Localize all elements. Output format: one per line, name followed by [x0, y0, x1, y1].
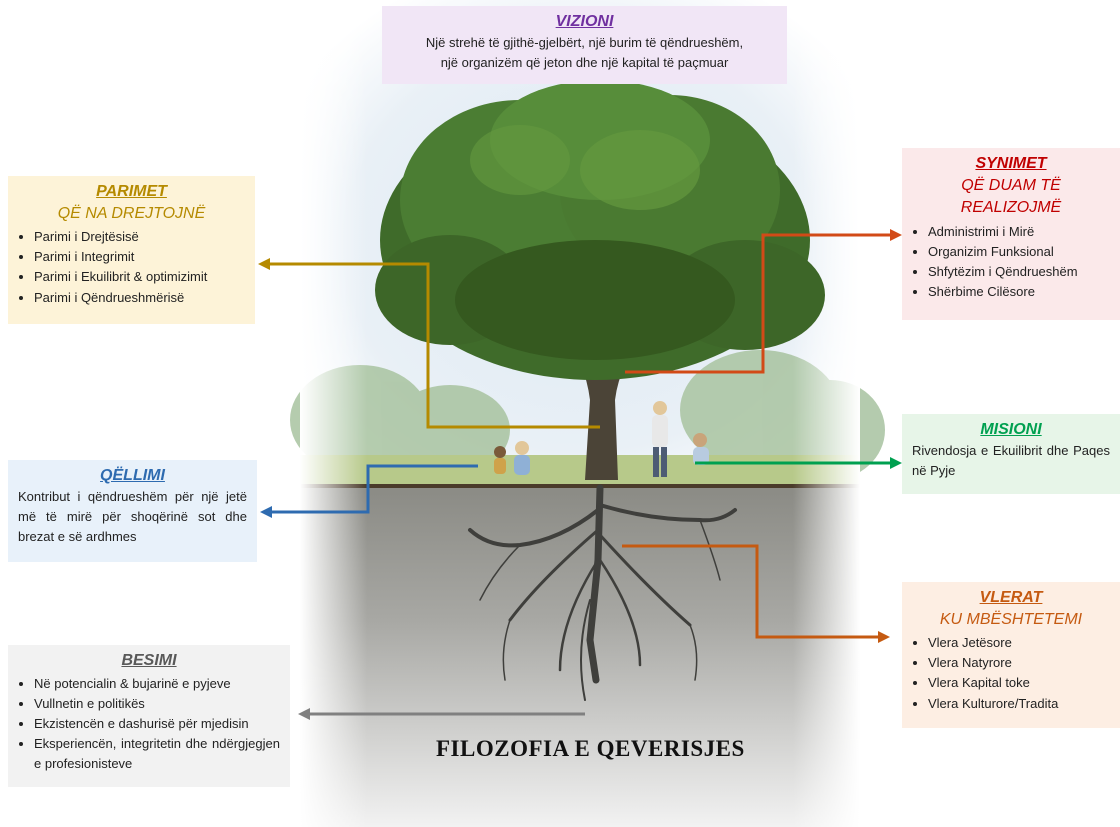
synimet-title: SYNIMET	[975, 155, 1047, 172]
parimet-subtitle: QË NA DREJTOJNË	[57, 204, 206, 222]
list-item: Ekzistencën e dashurisë për mjedisin	[34, 714, 280, 734]
vizioni-box: VIZIONI Një strehë të gjithë-gjelbërt, n…	[382, 6, 787, 84]
connector-misioni	[695, 457, 902, 469]
misioni-text: Rivendosja e Ekuilibrit dhe Paqes në Pyj…	[912, 442, 1110, 478]
list-item: Administrimi i Mirë	[928, 222, 1110, 242]
list-item: Vlera Jetësore	[928, 633, 1110, 653]
list-item: Organizim Funksional	[928, 242, 1110, 262]
list-item: Parimi i Qëndrueshmërisë	[34, 288, 245, 308]
vlerat-subtitle: KU MBËSHTETEMI	[939, 610, 1083, 628]
list-item: Vlera Kulturore/Tradita	[928, 694, 1110, 714]
list-item: Vlera Kapital toke	[928, 673, 1110, 693]
besimi-list: Në potencialin & bujarinë e pyjeve Vulln…	[18, 674, 280, 775]
list-item: Vlera Natyrore	[928, 653, 1110, 673]
roots	[468, 484, 737, 701]
parimet-box: PARIMET QË NA DREJTOJNË Parimi i Drejtës…	[8, 176, 255, 324]
besimi-box: BESIMI Në potencialin & bujarinë e pyjev…	[8, 645, 290, 787]
list-item: Parimi i Ekuilibrit & optimizimit	[34, 267, 245, 287]
besimi-title: BESIMI	[121, 652, 177, 669]
footer-title: FILOZOFIA E QEVERISJES	[436, 736, 745, 761]
connector-parimet	[258, 258, 600, 429]
synimet-subtitle-line2: REALIZOJMË	[960, 199, 1062, 217]
qellimi-text: Kontribut i qëndrueshëm për një jetë më …	[18, 488, 247, 545]
misioni-title: MISIONI	[980, 421, 1042, 438]
parimet-list: Parimi i Drejtësisë Parimi i Integrimit …	[18, 227, 245, 308]
qellimi-title: QËLLIMI	[100, 467, 165, 484]
list-item: Parimi i Integrimit	[34, 247, 245, 267]
list-item: Shërbime Cilësore	[928, 282, 1110, 302]
connector-qellimi	[260, 464, 478, 518]
vlerat-box: VLERAT KU MBËSHTETEMI Vlera Jetësore Vle…	[902, 582, 1120, 728]
tree-canopy	[375, 80, 825, 380]
synimet-list: Administrimi i Mirë Organizim Funksional…	[912, 222, 1110, 303]
people-planting-icon	[494, 401, 709, 477]
list-item: Eksperiencën, integritetin dhe ndërgjegj…	[34, 734, 280, 774]
vlerat-title: VLERAT	[979, 589, 1043, 606]
list-item: Vullnetin e politikës	[34, 694, 280, 714]
list-item: Parimi i Drejtësisë	[34, 227, 245, 247]
synimet-subtitle-line1: QË DUAM TË	[961, 176, 1061, 194]
connector-synimet	[625, 229, 902, 374]
list-item: Shfytëzim i Qëndrueshëm	[928, 262, 1110, 282]
list-item: Në potencialin & bujarinë e pyjeve	[34, 674, 280, 694]
vizioni-title: VIZIONI	[555, 13, 614, 30]
misioni-box: MISIONI Rivendosja e Ekuilibrit dhe Paqe…	[902, 414, 1120, 494]
connector-vlerat	[622, 544, 890, 643]
vizioni-text-line2: një organizëm që jeton dhe një kapital t…	[440, 54, 729, 70]
synimet-box: SYNIMET QË DUAM TË REALIZOJMË Administri…	[902, 148, 1120, 320]
parimet-title: PARIMET	[96, 183, 167, 200]
qellimi-box: QËLLIMI Kontribut i qëndrueshëm për një …	[8, 460, 257, 562]
connector-besimi	[298, 708, 585, 720]
vlerat-list: Vlera Jetësore Vlera Natyrore Vlera Kapi…	[912, 633, 1110, 714]
vizioni-text-line1: Një strehë të gjithë-gjelbërt, një burim…	[425, 34, 744, 50]
